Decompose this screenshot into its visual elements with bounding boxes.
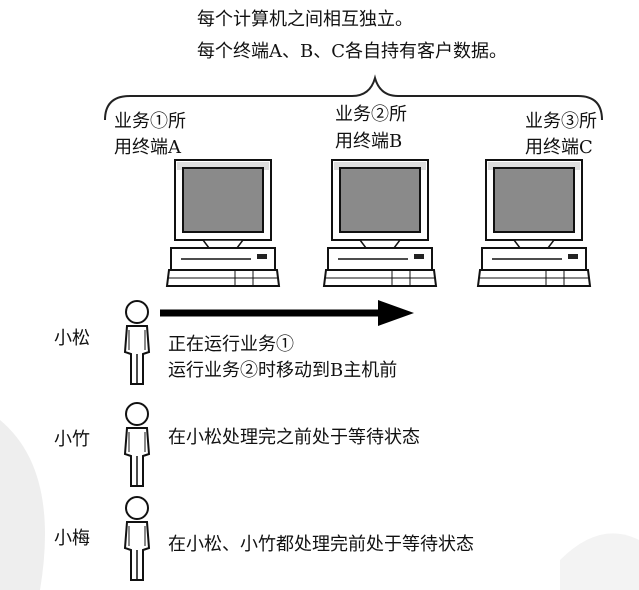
status-xiaomei: 在小松、小竹都处理完前处于等待状态 <box>168 534 474 555</box>
person-name-xiaomei: 小梅 <box>54 528 90 549</box>
person-name-xiaosong: 小松 <box>54 328 90 349</box>
status-xiaosong-1: 正在运行业务① <box>168 334 294 355</box>
person-name-xiaozhu: 小竹 <box>54 429 90 450</box>
status-xiaozhu: 在小松处理完之前处于等待状态 <box>168 427 420 448</box>
terminal-c-label-2: 用终端C <box>525 137 593 158</box>
terminal-a-label-2: 用终端A <box>114 137 181 158</box>
header-line-2: 每个终端A、B、C各自持有客户数据。 <box>197 41 507 62</box>
person-icon-xiaozhu <box>124 402 150 487</box>
person-icon-xiaomei <box>124 496 150 581</box>
person-icon-xiaosong <box>124 300 150 385</box>
terminal-c-label-1: 业务③所 <box>525 111 597 132</box>
terminal-b-label-1: 业务②所 <box>335 104 407 125</box>
header-line-1: 每个计算机之间相互独立。 <box>197 9 413 30</box>
terminal-b-label-2: 用终端B <box>335 131 403 152</box>
status-xiaosong-2: 运行业务②时移动到B主机前 <box>168 360 398 381</box>
terminal-a-label-1: 业务①所 <box>114 111 186 132</box>
